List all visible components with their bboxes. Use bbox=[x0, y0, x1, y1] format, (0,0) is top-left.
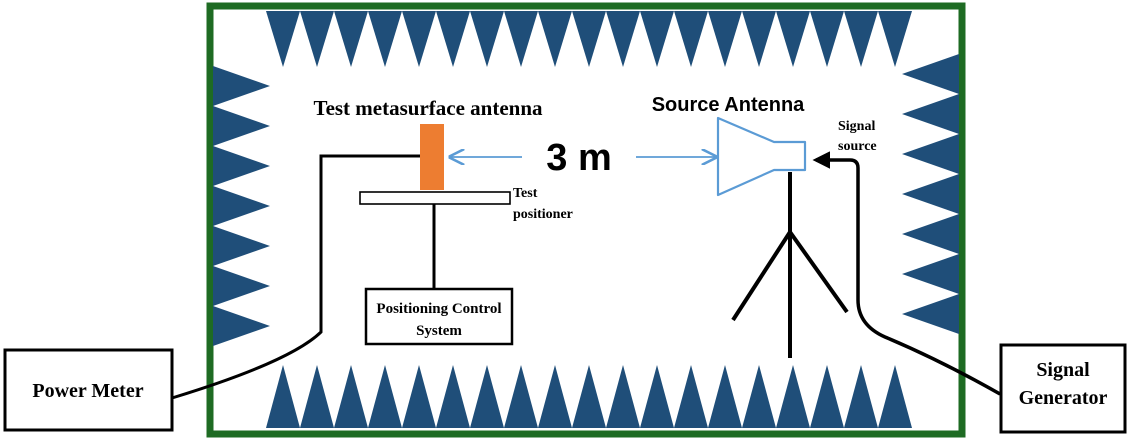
absorber-cone-icon bbox=[470, 11, 504, 67]
test-positioner-label-line2: positioner bbox=[513, 207, 573, 222]
absorber-cone-icon bbox=[213, 106, 270, 146]
absorber-cone-icon bbox=[334, 11, 368, 67]
absorber-cone-icon bbox=[606, 11, 640, 67]
absorber-cone-icon bbox=[572, 11, 606, 67]
absorber-cone-icon bbox=[266, 365, 300, 428]
positioning-control-system-box bbox=[364, 287, 514, 346]
absorber-cone-icon bbox=[538, 365, 572, 428]
signal-source-label-line1: Signal bbox=[838, 119, 875, 134]
signal-generator-label-line1: Signal bbox=[1036, 359, 1090, 381]
absorber-cone-icon bbox=[334, 365, 368, 428]
absorber-cone-icon bbox=[640, 365, 674, 428]
absorber-cone-icon bbox=[776, 365, 810, 428]
signal-generator-box bbox=[999, 343, 1127, 434]
power-meter-box bbox=[3, 348, 174, 432]
absorber-cone-icon bbox=[402, 365, 436, 428]
absorber-cone-icon bbox=[436, 365, 470, 428]
absorber-cone-icon bbox=[902, 54, 959, 94]
left-absorbers bbox=[213, 66, 270, 346]
absorber-cone-icon bbox=[266, 11, 300, 67]
top-absorbers bbox=[266, 11, 912, 67]
absorber-cone-icon bbox=[844, 365, 878, 428]
right-absorbers bbox=[902, 54, 959, 334]
test-metasurface-antenna bbox=[420, 124, 444, 190]
absorber-cone-icon bbox=[213, 66, 270, 106]
absorber-cone-icon bbox=[810, 365, 844, 428]
absorber-cone-icon bbox=[776, 11, 810, 67]
signal-generator-cable bbox=[812, 151, 1001, 396]
absorber-cone-icon bbox=[640, 11, 674, 67]
absorber-cone-icon bbox=[368, 11, 402, 67]
absorber-cone-icon bbox=[213, 146, 270, 186]
absorber-cone-icon bbox=[742, 365, 776, 428]
bottom-absorbers bbox=[266, 365, 912, 428]
absorber-cone-icon bbox=[213, 266, 270, 306]
absorber-cone-icon bbox=[213, 306, 270, 346]
absorber-cone-icon bbox=[436, 11, 470, 67]
absorber-cone-icon bbox=[902, 254, 959, 294]
positioning-control-label-line2: System bbox=[416, 323, 462, 339]
absorber-cone-icon bbox=[538, 11, 572, 67]
distance-label: 3 m bbox=[546, 137, 611, 179]
source-antenna-label: Source Antenna bbox=[652, 94, 805, 116]
horn-antenna-icon bbox=[716, 116, 807, 197]
absorber-cone-icon bbox=[878, 365, 912, 428]
absorber-cone-icon bbox=[213, 186, 270, 226]
absorber-cone-icon bbox=[572, 365, 606, 428]
chamber-border bbox=[206, 2, 966, 438]
signal-generator-label-line2: Generator bbox=[1019, 387, 1108, 409]
test-positioner-label-line1: Test bbox=[513, 186, 538, 201]
test-antenna-label: Test metasurface antenna bbox=[313, 96, 543, 120]
absorber-cone-icon bbox=[606, 365, 640, 428]
absorber-cone-icon bbox=[674, 365, 708, 428]
absorber-cone-icon bbox=[504, 365, 538, 428]
absorber-cone-icon bbox=[810, 11, 844, 67]
absorber-cone-icon bbox=[902, 294, 959, 334]
absorber-cone-icon bbox=[300, 365, 334, 428]
absorber-cone-icon bbox=[674, 11, 708, 67]
tripod-icon bbox=[731, 172, 849, 358]
absorber-cone-icon bbox=[902, 174, 959, 214]
absorber-cone-icon bbox=[902, 214, 959, 254]
absorber-cone-icon bbox=[402, 11, 436, 67]
absorber-cone-icon bbox=[504, 11, 538, 67]
absorber-cone-icon bbox=[844, 11, 878, 67]
absorber-cone-icon bbox=[300, 11, 334, 67]
absorber-cone-icon bbox=[470, 365, 504, 428]
signal-source-label-line2: source bbox=[838, 139, 877, 154]
power-meter-cable bbox=[171, 154, 420, 400]
absorber-cone-icon bbox=[742, 11, 776, 67]
power-meter-label: Power Meter bbox=[32, 380, 143, 402]
positioning-control-label-line1: Positioning Control bbox=[376, 301, 501, 317]
absorber-cone-icon bbox=[368, 365, 402, 428]
test-positioner-platform bbox=[359, 191, 511, 205]
absorber-cone-icon bbox=[902, 134, 959, 174]
absorber-cone-icon bbox=[708, 365, 742, 428]
absorber-cone-icon bbox=[902, 94, 959, 134]
absorber-cone-icon bbox=[708, 11, 742, 67]
absorber-cone-icon bbox=[213, 226, 270, 266]
absorber-cone-icon bbox=[878, 11, 912, 67]
